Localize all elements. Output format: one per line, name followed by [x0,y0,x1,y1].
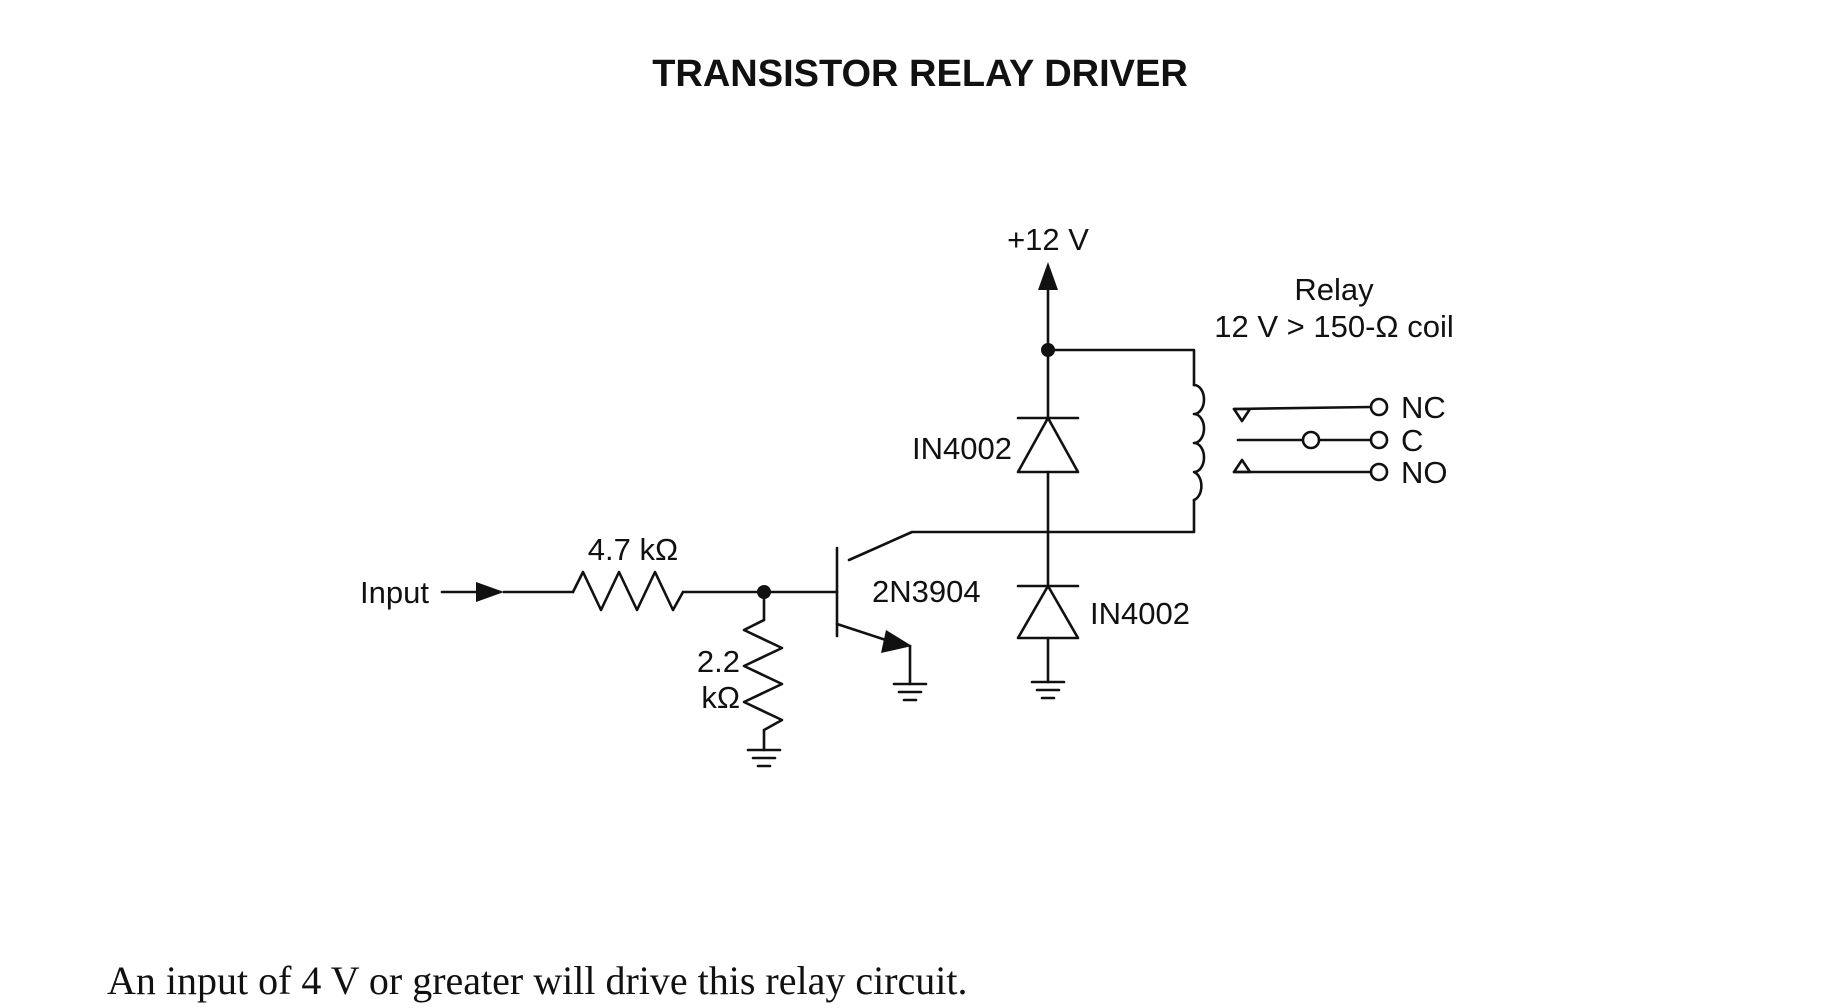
relay-title-label: Relay [1294,272,1374,307]
ground-symbol-r2 [746,748,782,768]
supply-rail-wire [1046,348,1196,387]
nc-label: NC [1401,390,1446,425]
supply-voltage-label: +12 V [1007,222,1089,257]
resistor-r2 [742,618,784,732]
supply-arrow [1038,262,1058,352]
ground-symbol-transistor [892,682,928,702]
transistor-2n3904 [835,546,912,653]
relay-contact-nc [1232,397,1389,423]
resistor-r2-unit-label: kΩ [701,680,740,715]
bottom-diode [1016,584,1080,640]
resistor-r2-value-label: 2.2 [697,644,740,679]
ground-symbol-diode [1030,680,1066,700]
resistor-r1 [571,570,685,612]
relay-spec-label: 12 V > 150-Ω coil [1214,309,1453,344]
relay-contact-no [1232,458,1389,482]
caption-text: An input of 4 V or greater will drive th… [107,958,968,1003]
relay-contact-c [1236,430,1389,450]
relay-coil [1192,383,1206,502]
top-diode [1016,416,1080,474]
collector-wire [847,498,1196,562]
no-label: NO [1401,455,1448,490]
c-label: C [1401,423,1423,458]
top-diode-label: IN4002 [912,431,1012,466]
input-label: Input [360,575,429,610]
resistor-r1-label: 4.7 kΩ [588,532,678,567]
transistor-label: 2N3904 [872,574,981,609]
diagram-title: TRANSISTOR RELAY DRIVER [652,53,1188,95]
input-arrow [440,582,504,602]
bottom-diode-label: IN4002 [1090,596,1190,631]
